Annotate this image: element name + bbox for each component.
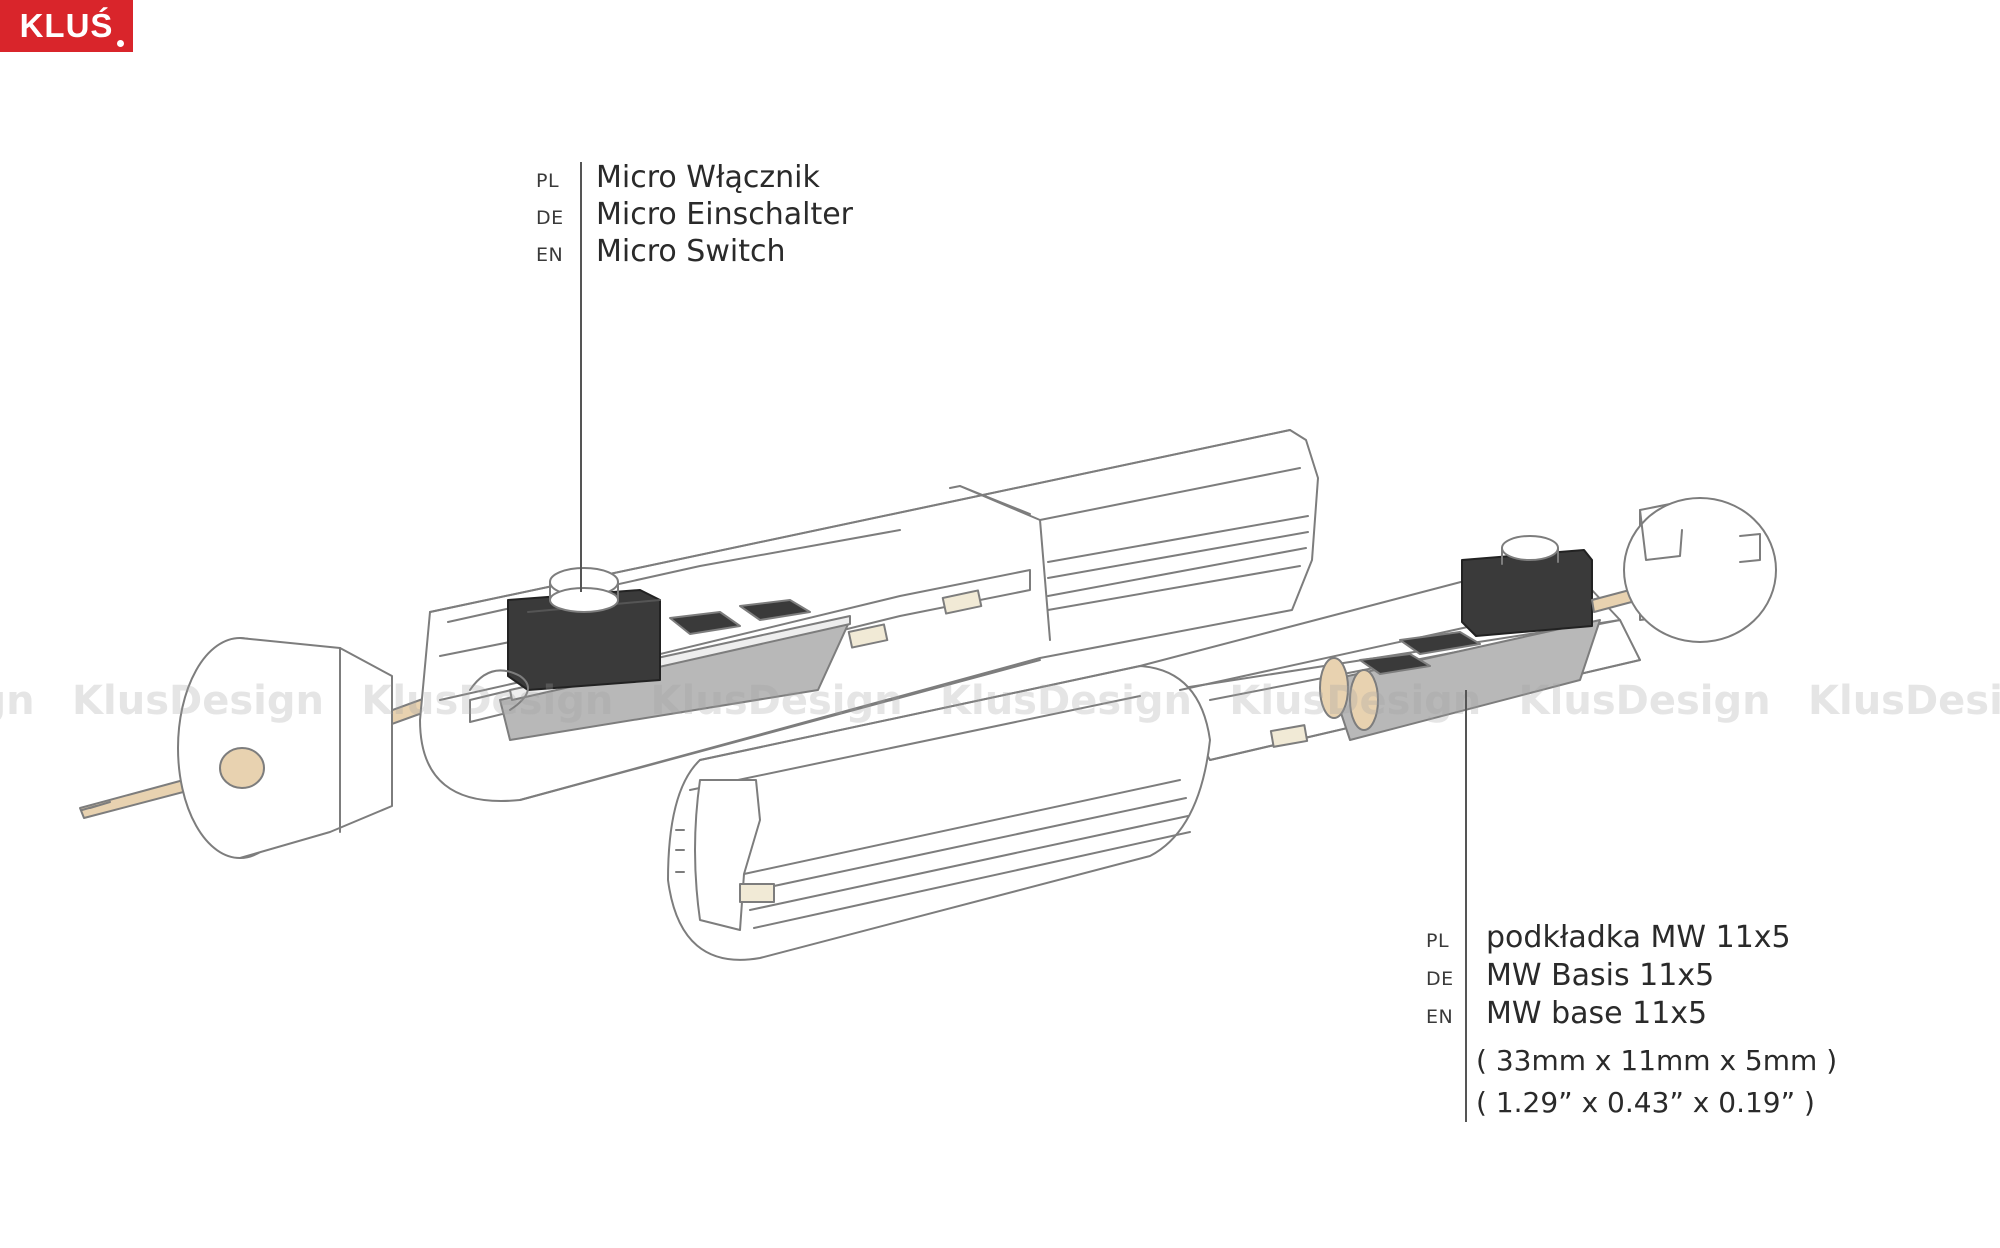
- micro-switch-back: [469, 567, 851, 741]
- lang-code: PL: [1426, 930, 1450, 952]
- callout-row-en: EN Micro Switch: [536, 234, 785, 269]
- callout-label: Micro Włącznik: [596, 160, 820, 195]
- callout-row-en: EN MW base 11x5: [1426, 996, 1707, 1031]
- brand-logo: KLUŚ: [0, 0, 133, 52]
- callout-label: podkładka MW 11x5: [1486, 920, 1791, 955]
- callout-leader-base: [1465, 690, 1467, 1122]
- dimensions-imperial: ( 1.29” x 0.43” x 0.19” ): [1476, 1086, 1815, 1119]
- dimensions-metric: ( 33mm x 11mm x 5mm ): [1476, 1044, 1838, 1077]
- brand-logo-text: KLUŚ: [19, 7, 114, 44]
- end-cap-left: [177, 637, 393, 859]
- callout-leader-switch: [580, 162, 582, 592]
- lang-code: DE: [536, 207, 564, 229]
- callout-label: MW Basis 11x5: [1486, 958, 1715, 993]
- micro-switch-front: [1319, 535, 1601, 741]
- callout-row-de: DE MW Basis 11x5: [1426, 958, 1714, 993]
- lang-code: DE: [1426, 968, 1454, 990]
- lang-code: EN: [536, 244, 564, 266]
- callout-label: Micro Switch: [596, 234, 786, 269]
- lang-code: EN: [1426, 1006, 1454, 1028]
- callout-row-pl: PL podkładka MW 11x5: [1426, 920, 1791, 955]
- callout-row-pl: PL Micro Włącznik: [536, 160, 820, 195]
- callout-label: Micro Einschalter: [596, 197, 853, 232]
- lang-code: PL: [536, 170, 560, 192]
- end-cap-right: [1591, 497, 1777, 643]
- callout-label: MW base 11x5: [1486, 996, 1708, 1031]
- logo-dot: [117, 40, 124, 47]
- callout-row-de: DE Micro Einschalter: [536, 197, 853, 232]
